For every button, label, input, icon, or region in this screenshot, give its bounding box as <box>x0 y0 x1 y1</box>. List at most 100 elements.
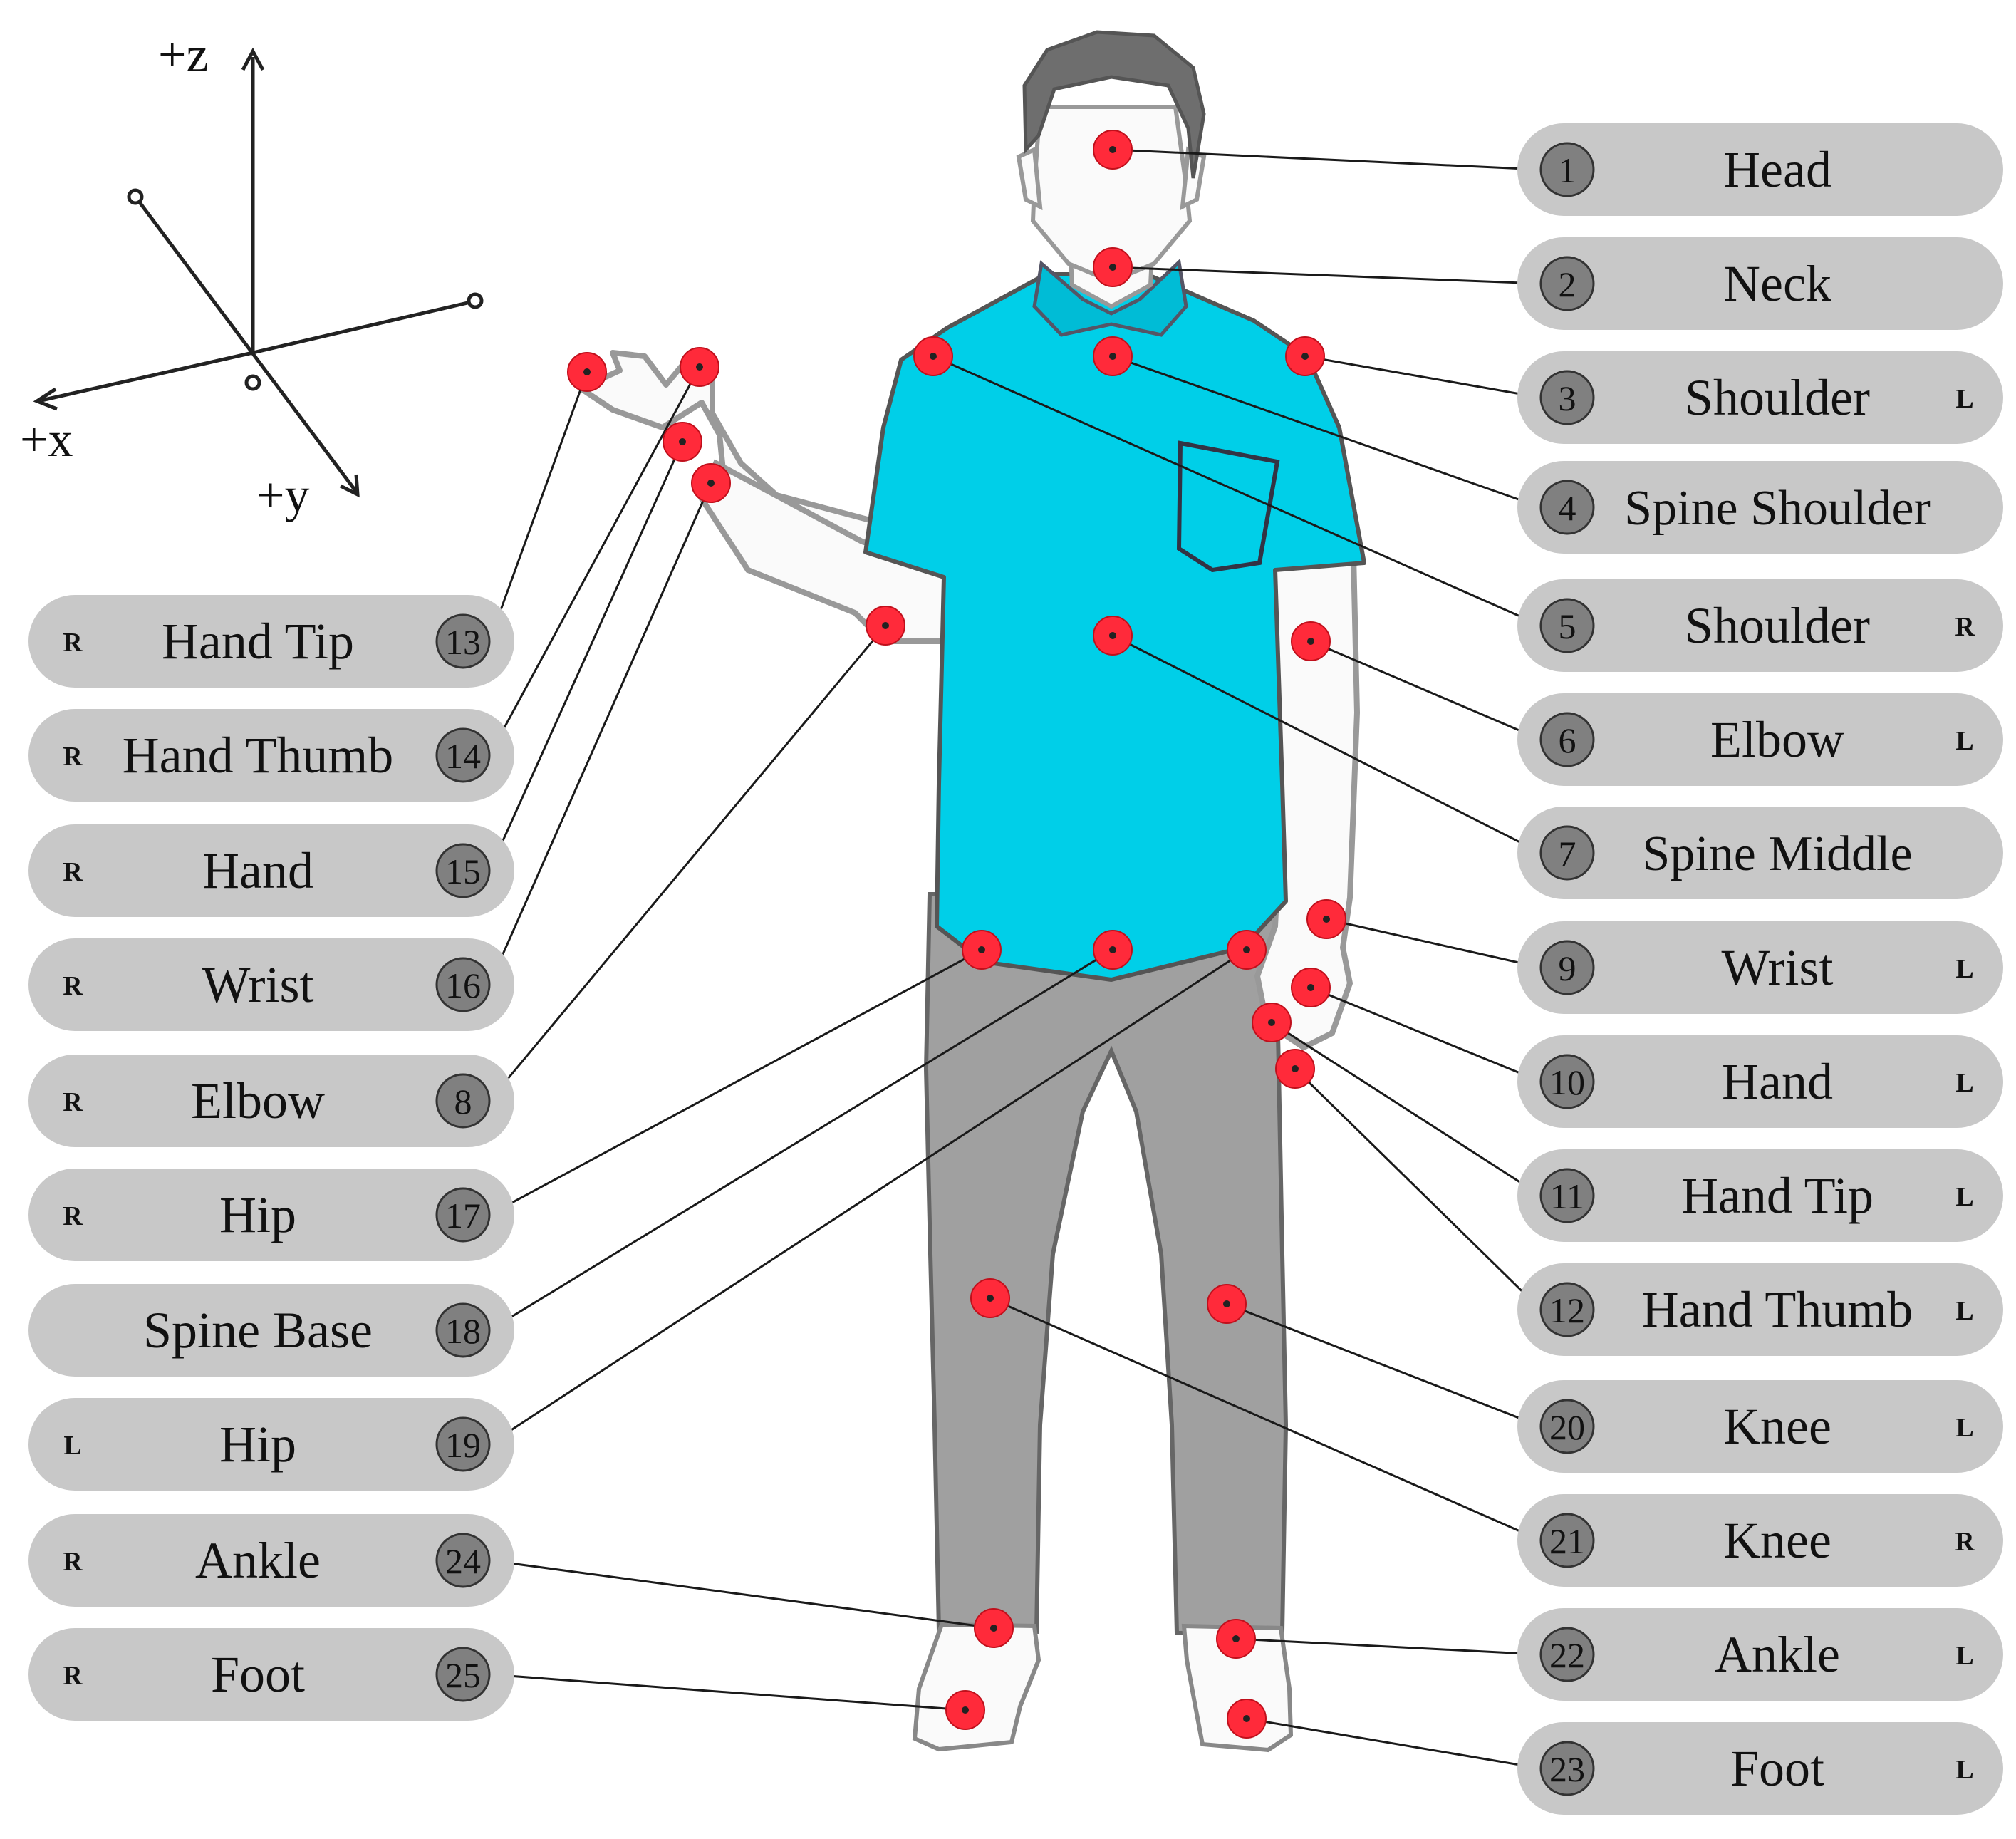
label-pill <box>1517 1035 2003 1128</box>
x-axis <box>41 351 254 403</box>
joint-number-badge <box>1539 1054 1595 1109</box>
joint-side-marker: L <box>1955 1068 1973 1098</box>
joint-center <box>930 353 937 360</box>
joint-name: Shoulder <box>1685 369 1870 426</box>
joint-center <box>1307 638 1314 645</box>
joint-number-badge <box>1539 712 1595 767</box>
joint-center <box>1109 946 1116 953</box>
label-pill <box>1517 1494 2003 1587</box>
joint-center <box>1323 916 1330 923</box>
joint-name: Ankle <box>1715 1626 1840 1683</box>
joint-marker-hip-17 <box>962 930 1002 970</box>
joint-number-badge <box>1539 480 1595 535</box>
joint-number-badge <box>435 1302 491 1358</box>
joint-name: Wrist <box>202 956 313 1013</box>
label-pill <box>1517 123 2003 216</box>
joint-number: 15 <box>445 851 481 891</box>
joint-number-badge <box>435 1073 491 1129</box>
joint-side-marker: R <box>63 1547 83 1577</box>
joint-number-badge <box>435 727 491 783</box>
leader-line-7 <box>1112 634 1542 854</box>
leader-line-4 <box>1112 355 1542 509</box>
joint-center <box>1223 1300 1230 1307</box>
leader-line-23 <box>1246 1717 1542 1770</box>
joint-label-hand-15: 15 Hand R <box>28 824 514 917</box>
joint-marker-head-1 <box>1093 130 1133 170</box>
joint-number: 6 <box>1559 720 1576 760</box>
label-pill <box>1517 461 2003 554</box>
joint-name: Hand Tip <box>162 613 354 670</box>
label-pill <box>28 1055 514 1147</box>
joint-center <box>978 946 985 953</box>
joint-number-badge <box>1539 256 1595 311</box>
joint-center <box>1301 353 1309 360</box>
joint-side-marker: L <box>1955 1182 1973 1212</box>
label-pill <box>28 1169 514 1261</box>
joint-number-badge <box>1539 370 1595 425</box>
joint-name: Hip <box>219 1416 296 1473</box>
leader-line-16 <box>488 482 712 985</box>
joint-number-badge <box>435 613 491 669</box>
label-pill <box>1517 1149 2003 1242</box>
leader-line-5 <box>932 355 1542 627</box>
joint-number: 10 <box>1549 1062 1585 1102</box>
leader-lines <box>488 148 1542 1770</box>
joint-marker-shoulder-3 <box>1285 336 1325 376</box>
joint-number-badge <box>1539 1399 1595 1454</box>
joint-side-marker: L <box>1955 954 1973 984</box>
joint-name: Elbow <box>191 1072 325 1129</box>
joint-number-badge <box>1539 142 1595 197</box>
joint-marker-wrist-16 <box>691 463 731 503</box>
joint-name: Shoulder <box>1685 597 1870 654</box>
joint-number: 3 <box>1559 378 1576 418</box>
joint-side-marker: L <box>63 1431 81 1461</box>
joint-side-marker: L <box>1955 726 1973 756</box>
joint-marker-foot-23 <box>1227 1699 1267 1739</box>
joint-label-shoulder-3: 3 Shoulder L <box>1517 351 2003 444</box>
joint-side-marker: R <box>63 1201 83 1231</box>
joint-marker-hand-tip-11 <box>1252 1003 1292 1042</box>
y-axis-end-marker <box>127 188 144 205</box>
joint-number-badge <box>1539 1513 1595 1568</box>
joint-marker-spine-base-18 <box>1093 930 1133 970</box>
z-axis-arrowhead <box>241 47 265 71</box>
joint-center <box>1243 1715 1250 1722</box>
joint-side-marker: L <box>1955 384 1973 414</box>
joint-side-marker: R <box>1955 1527 1975 1557</box>
leader-line-13 <box>488 371 588 642</box>
pants <box>923 892 1289 1636</box>
joint-number-badge <box>435 1187 491 1243</box>
joint-marker-hand-15 <box>663 422 702 462</box>
joint-center <box>987 1295 994 1302</box>
shirt-pocket <box>1176 440 1280 573</box>
joint-name: Hand <box>202 842 313 899</box>
joint-name: Hand Thumb <box>1642 1281 1913 1338</box>
joint-name: Ankle <box>195 1532 321 1589</box>
joint-center <box>1109 353 1116 360</box>
joint-marker-hand-thumb-12 <box>1275 1049 1315 1089</box>
leader-line-21 <box>989 1297 1542 1542</box>
human-figure <box>578 30 1366 1753</box>
joint-marker-spine-middle-7 <box>1093 616 1133 656</box>
label-pill <box>28 1284 514 1377</box>
joint-side-marker: R <box>63 857 83 887</box>
label-pill <box>28 709 514 802</box>
joint-side-marker: R <box>63 1087 83 1117</box>
joint-marker-elbow-8 <box>866 606 905 646</box>
joint-center <box>696 363 703 371</box>
joint-markers <box>567 130 1346 1739</box>
joint-side-marker: R <box>63 1661 83 1691</box>
label-pill <box>1517 807 2003 899</box>
leader-line-18 <box>489 948 1113 1332</box>
x-axis-end-marker <box>467 292 484 309</box>
